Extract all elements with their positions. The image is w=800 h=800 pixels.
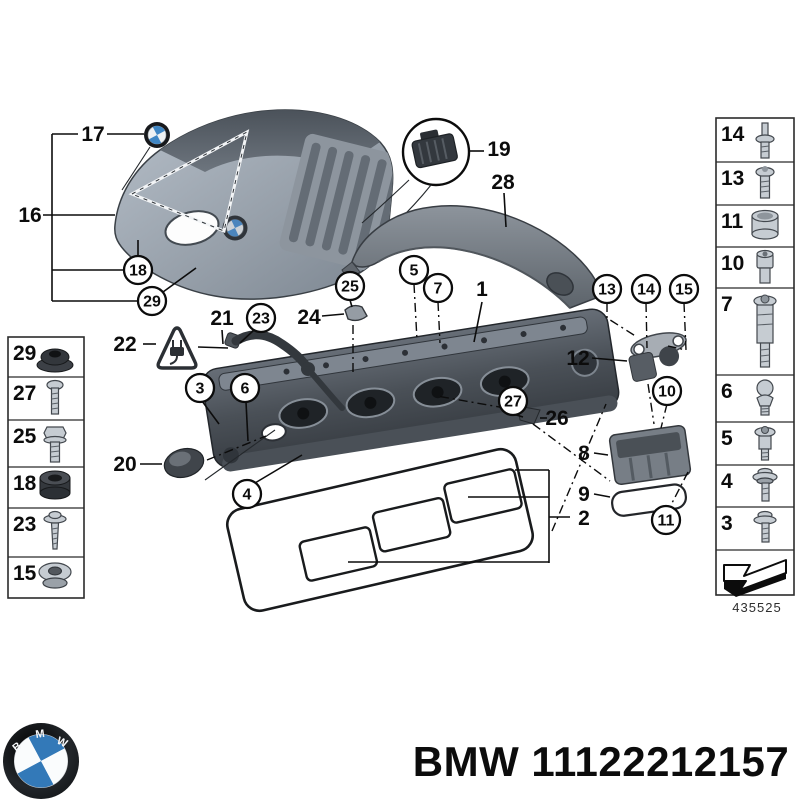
right-fastener-panel: 14 13 11 10 7	[715, 117, 795, 597]
breather-hose-illustration	[224, 330, 345, 411]
svg-text:14: 14	[637, 282, 655, 299]
right-panel-label-11: 11	[721, 210, 744, 233]
callout-17: 17	[81, 123, 104, 146]
callout-15: 15	[668, 273, 700, 305]
callout-21: 21	[210, 307, 234, 330]
separator-box-illustration	[608, 424, 692, 486]
right-panel-label-4: 4	[721, 470, 733, 493]
callout-11: 11	[650, 504, 682, 536]
callout-24: 24	[297, 306, 321, 329]
left-panel-label-25: 25	[13, 425, 37, 448]
right-panel-label-3: 3	[721, 512, 733, 535]
gasket-set-illustration	[225, 447, 535, 613]
oil-filler-opening	[260, 423, 287, 442]
callout-18: 18	[122, 254, 154, 286]
callout-12: 12	[566, 347, 589, 370]
svg-text:10: 10	[658, 384, 676, 401]
svg-text:7: 7	[434, 281, 443, 298]
svg-text:6: 6	[241, 381, 250, 398]
callout-28: 28	[491, 171, 515, 194]
sealing-cap-illustration	[163, 447, 205, 479]
callout-25: 25	[334, 270, 366, 302]
left-panel-label-27: 27	[13, 382, 36, 405]
leader-lines	[43, 133, 689, 563]
connector-detail-circle	[361, 117, 471, 224]
holder-clip-illustration	[344, 304, 368, 322]
engine-cover-illustration	[114, 109, 394, 300]
callout-20: 20	[113, 453, 136, 476]
connector-icon	[411, 129, 458, 169]
right-panel-label-14: 14	[721, 123, 745, 146]
part-number-text: BMW 11122212157	[413, 738, 789, 785]
callout-8: 8	[578, 442, 590, 465]
callout-23: 23	[245, 302, 277, 334]
callout-13: 13	[591, 273, 623, 305]
svg-text:13: 13	[598, 282, 616, 299]
callout-10: 10	[651, 375, 683, 407]
shoulder-screw-long-icon	[753, 294, 777, 368]
callout-6: 6	[229, 372, 261, 404]
plain-callouts: 17 16 19 28 21 24 22 1 12 26 20 8 9 2	[18, 123, 590, 530]
callout-19: 19	[487, 138, 510, 161]
callout-16: 16	[18, 204, 41, 227]
left-fastener-panel: 29 27 25 18 23	[7, 336, 85, 599]
callout-2: 2	[578, 507, 590, 530]
left-panel-label-29: 29	[13, 342, 36, 365]
screw-with-washer-icon-4	[752, 467, 778, 502]
callout-3: 3	[184, 372, 216, 404]
callout-29: 29	[136, 285, 168, 317]
right-panel-label-7: 7	[721, 293, 733, 316]
callout-4: 4	[231, 478, 263, 510]
svg-text:11: 11	[658, 513, 675, 530]
bmw-roundel-small	[144, 122, 170, 148]
svg-text:5: 5	[410, 263, 419, 280]
ball-pin-icon	[756, 379, 774, 416]
left-panel-label-23: 23	[13, 513, 36, 536]
left-panel-label-15: 15	[13, 562, 37, 585]
cover-oval-opening	[164, 210, 220, 246]
stud-bolt-icon-14	[755, 122, 775, 159]
screw-plug-icon	[38, 562, 72, 589]
callout-27: 27	[497, 385, 529, 417]
logo-letter-m: M	[35, 728, 46, 741]
high-voltage-warning-icon	[156, 326, 198, 370]
svg-text:27: 27	[504, 394, 522, 411]
svg-text:23: 23	[252, 311, 270, 328]
callout-26: 26	[545, 407, 568, 430]
svg-text:25: 25	[341, 279, 359, 296]
hex-flange-bolt-icon	[43, 426, 67, 463]
cover-emblem	[222, 215, 248, 241]
left-panel-label-18: 18	[13, 472, 37, 495]
callout-22: 22	[113, 333, 136, 356]
socket-head-screw-icon	[756, 249, 774, 284]
callout-9: 9	[578, 483, 590, 506]
right-panel-label-13: 13	[721, 167, 744, 190]
screw-with-washer-icon	[43, 510, 67, 550]
svg-text:18: 18	[129, 263, 147, 280]
right-panel-label-5: 5	[721, 427, 733, 450]
circled-callouts: 18 29 25 5 7 23 13 14 15 3 6 27 10 4 11	[122, 254, 700, 536]
rubber-bushing-icon	[39, 470, 71, 500]
stud-bolt-icon-13	[755, 166, 775, 199]
callout-14: 14	[630, 273, 662, 305]
right-panel-label-10: 10	[721, 252, 744, 275]
sensor-illustration	[628, 332, 687, 382]
callout-1: 1	[476, 278, 488, 301]
callout-5: 5	[398, 254, 430, 286]
pan-head-screw-icon	[46, 379, 64, 415]
svg-text:3: 3	[196, 381, 205, 398]
right-panel-label-6: 6	[721, 380, 733, 403]
drawing-number: 435525	[732, 600, 781, 615]
box-gasket-illustration	[611, 483, 687, 517]
svg-text:4: 4	[243, 487, 252, 504]
svg-text:29: 29	[143, 294, 161, 311]
rubber-grommet-icon	[36, 348, 74, 373]
svg-text:15: 15	[675, 282, 693, 299]
direction-arrow-icon	[723, 559, 787, 597]
screw-with-washer-icon-3	[753, 510, 777, 543]
spacer-sleeve-icon	[751, 209, 779, 240]
shoulder-screw-icon	[754, 426, 776, 461]
callout-7: 7	[422, 272, 454, 304]
bmw-logo: B M W	[3, 723, 79, 799]
